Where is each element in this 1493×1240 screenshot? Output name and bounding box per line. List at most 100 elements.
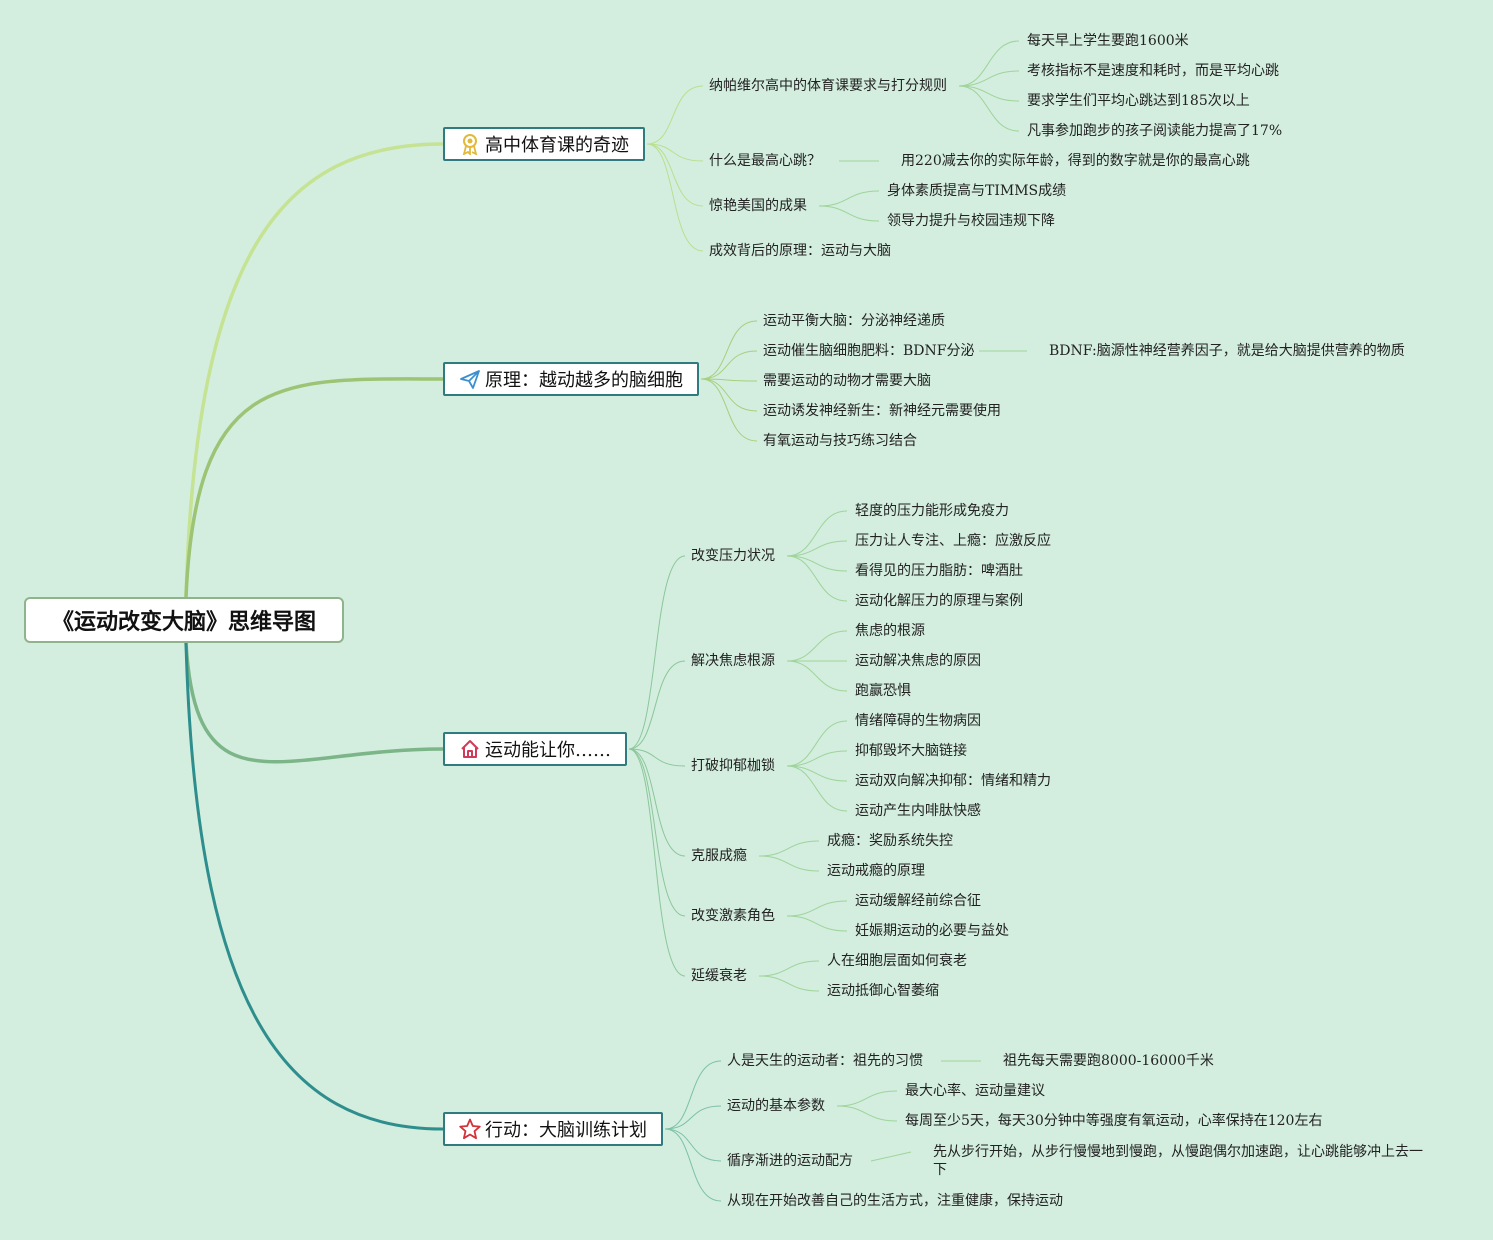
connector-line <box>786 915 848 932</box>
subtopic[interactable]: 改变激素角色 <box>691 908 775 924</box>
subtopic[interactable]: 纳帕维尔高中的体育课要求与打分规则 <box>709 78 947 94</box>
branch-topic-2[interactable]: 原理：越动越多的脑细胞 <box>443 362 699 396</box>
connector-line <box>646 85 704 145</box>
branch-label: 行动：大脑训练计划 <box>485 1120 647 1141</box>
subtopic[interactable]: 循序渐进的运动配方 <box>727 1153 853 1169</box>
leaf-topic[interactable]: BDNF:脑源性神经营养因子，就是给大脑提供营养的物质 <box>1049 343 1405 359</box>
leaf-topic[interactable]: 抑郁毁坏大脑链接 <box>855 743 967 759</box>
leaf-topic[interactable]: 祖先每天需要跑8000-16000千米 <box>1003 1053 1214 1069</box>
star-icon <box>459 1118 481 1140</box>
subtopic[interactable]: 什么是最高心跳？ <box>709 153 821 169</box>
leaf-topic[interactable]: 每天早上学生要跑1600米 <box>1027 33 1189 49</box>
leaf-topic[interactable]: 压力让人专注、上瘾：应激反应 <box>855 533 1051 549</box>
connector-line <box>664 1128 722 1162</box>
connector-line <box>700 350 758 380</box>
connector-line <box>786 510 848 557</box>
subtopic[interactable]: 惊艳美国的成果 <box>709 198 807 214</box>
branch-topic-4[interactable]: 行动：大脑训练计划 <box>443 1112 663 1146</box>
leaf-topic[interactable]: 运动化解压力的原理与案例 <box>855 593 1023 609</box>
connector-line <box>646 143 704 252</box>
subtopic[interactable]: 运动催生脑细胞肥料：BDNF分泌 <box>763 343 975 359</box>
leaf-topic[interactable]: 人在细胞层面如何衰老 <box>827 953 967 969</box>
connector-line <box>700 320 758 380</box>
leaf-topic[interactable]: 身体素质提高与TIMMS成绩 <box>887 183 1067 199</box>
leaf-topic[interactable]: 凡事参加跑步的孩子阅读能力提高了17% <box>1027 123 1283 139</box>
connector-line <box>786 540 848 557</box>
connector-line <box>958 85 1020 132</box>
leaf-topic[interactable]: 考核指标不是速度和耗时，而是平均心跳 <box>1027 63 1279 79</box>
connector-line <box>700 378 758 442</box>
connector-line <box>700 378 758 382</box>
connector-line <box>646 143 704 207</box>
subtopic[interactable]: 改变压力状况 <box>691 548 775 564</box>
leaf-topic[interactable]: 成瘾：奖励系统失控 <box>827 833 953 849</box>
connector-line <box>758 840 820 857</box>
leaf-topic[interactable]: 运动抵御心智萎缩 <box>827 983 939 999</box>
subtopic[interactable]: 人是天生的运动者：祖先的习惯 <box>727 1053 923 1069</box>
connector-line <box>786 720 848 767</box>
leaf-topic[interactable]: 要求学生们平均心跳达到185次以上 <box>1027 93 1250 109</box>
connector-line <box>184 642 444 764</box>
subtopic[interactable]: 从现在开始改善自己的生活方式，注重健康，保持运动 <box>727 1193 1063 1209</box>
connector-line <box>786 900 848 917</box>
branch-label: 高中体育课的奇迹 <box>485 135 629 156</box>
connector-line <box>664 1060 722 1130</box>
connector-line <box>786 555 848 572</box>
leaf-topic[interactable]: 轻度的压力能形成免疫力 <box>855 503 1009 519</box>
connector-line <box>786 765 848 812</box>
subtopic[interactable]: 有氧运动与技巧练习结合 <box>763 433 917 449</box>
subtopic[interactable]: 运动诱发神经新生：新神经元需要使用 <box>763 403 1001 419</box>
leaf-topic[interactable]: 运动双向解决抑郁：情绪和精力 <box>855 773 1051 789</box>
subtopic[interactable]: 需要运动的动物才需要大脑 <box>763 373 931 389</box>
connector-line <box>700 378 758 412</box>
connector-line <box>628 748 686 917</box>
connector-line <box>646 143 704 162</box>
connector-line <box>628 555 686 750</box>
leaf-topic[interactable]: 看得见的压力脂肪：啤酒肚 <box>855 563 1023 579</box>
paper-plane-icon <box>459 368 481 390</box>
connector-line <box>664 1105 722 1130</box>
connector-line <box>870 1151 912 1162</box>
leaf-topic[interactable]: 运动产生内啡肽快感 <box>855 803 981 819</box>
subtopic[interactable]: 克服成瘾 <box>691 848 747 864</box>
connector-line <box>786 630 848 662</box>
leaf-topic[interactable]: 每周至少5天，每天30分钟中等强度有氧运动，心率保持在120左右 <box>905 1113 1323 1129</box>
leaf-topic[interactable]: 先从步行开始，从步行慢慢地到慢跑，从慢跑偶尔加速跑，让心跳能够冲上去一下 <box>933 1144 1423 1178</box>
connector-line <box>758 855 820 872</box>
leaf-topic[interactable]: 运动缓解经前综合征 <box>855 893 981 909</box>
leaf-topic[interactable]: 用220减去你的实际年龄，得到的数字就是你的最高心跳 <box>901 153 1250 169</box>
root-topic[interactable]: 《运动改变大脑》思维导图 <box>24 597 344 643</box>
leaf-topic[interactable]: 焦虑的根源 <box>855 623 925 639</box>
leaf-topic[interactable]: 跑赢恐惧 <box>855 683 911 699</box>
connector-line <box>786 750 848 767</box>
subtopic[interactable]: 延缓衰老 <box>691 968 747 984</box>
connector-line <box>818 205 880 222</box>
connector-line <box>786 765 848 782</box>
connector-line <box>628 748 686 977</box>
subtopic[interactable]: 运动平衡大脑：分泌神经递质 <box>763 313 945 329</box>
subtopic[interactable]: 打破抑郁枷锁 <box>691 758 775 774</box>
branch-topic-3[interactable]: 运动能让你…… <box>443 732 627 766</box>
leaf-topic[interactable]: 运动戒瘾的原理 <box>827 863 925 879</box>
subtopic[interactable]: 运动的基本参数 <box>727 1098 825 1114</box>
leaf-topic[interactable]: 运动解决焦虑的原因 <box>855 653 981 669</box>
connector-line <box>836 1090 898 1107</box>
connector-line <box>758 960 820 977</box>
leaf-topic[interactable]: 领导力提升与校园违规下降 <box>887 213 1055 229</box>
connector-line <box>184 642 444 1131</box>
subtopic[interactable]: 解决焦虑根源 <box>691 653 775 669</box>
connector-line <box>958 40 1020 87</box>
branch-label: 原理：越动越多的脑细胞 <box>485 370 683 391</box>
leaf-topic[interactable]: 妊娠期运动的必要与益处 <box>855 923 1009 939</box>
branch-label: 运动能让你…… <box>485 740 611 761</box>
connector-line <box>664 1128 722 1202</box>
branch-topic-1[interactable]: 高中体育课的奇迹 <box>443 127 645 161</box>
leaf-topic[interactable]: 最大心率、运动量建议 <box>905 1083 1045 1099</box>
award-ribbon-icon <box>459 133 481 155</box>
connector-line <box>628 660 686 750</box>
subtopic[interactable]: 成效背后的原理：运动与大脑 <box>709 243 891 259</box>
connector-line <box>958 85 1020 102</box>
connector-line <box>836 1105 898 1122</box>
leaf-topic[interactable]: 情绪障碍的生物病因 <box>855 713 981 729</box>
